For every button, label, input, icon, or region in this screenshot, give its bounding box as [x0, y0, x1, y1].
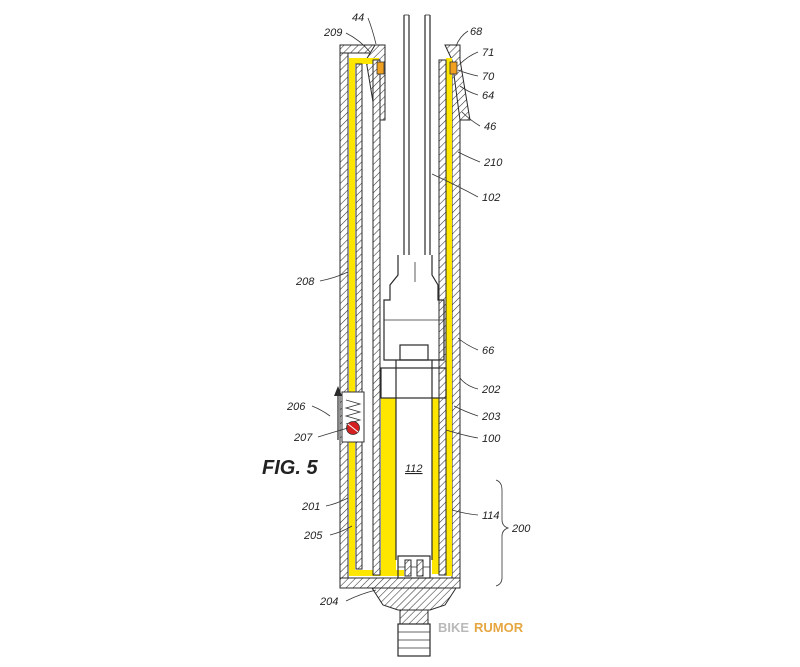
label-114: 114 [482, 510, 500, 522]
label-205: 205 [303, 530, 323, 542]
watermark-part-1: BIKE [438, 620, 469, 635]
piston-shaft [383, 14, 445, 361]
inner-tube-left-wall [372, 59, 381, 576]
label-208: 208 [295, 276, 315, 288]
seal-right [449, 61, 458, 75]
label-209: 209 [323, 27, 342, 39]
label-200: 200 [511, 523, 531, 535]
label-44: 44 [352, 12, 364, 24]
watermark-part-2: RUMOR [474, 620, 524, 635]
leader-lines [311, 17, 510, 602]
label-206: 206 [286, 401, 306, 413]
seal-left [376, 61, 385, 75]
label-64: 64 [482, 90, 494, 102]
label-46: 46 [484, 121, 497, 133]
label-100: 100 [482, 433, 501, 445]
label-70: 70 [482, 71, 495, 83]
label-204: 204 [319, 596, 338, 608]
watermark-logo: BIKE RUMOR [438, 620, 524, 635]
label-201: 201 [301, 501, 320, 513]
bypass-inner-wall [355, 63, 363, 570]
cylinder [371, 360, 457, 657]
label-202: 202 [481, 384, 500, 396]
label-203: 203 [481, 411, 501, 423]
check-valve [334, 386, 365, 443]
label-207: 207 [293, 432, 313, 444]
label-102: 102 [482, 192, 500, 204]
reference-labels: 44 209 68 71 70 64 46 210 102 208 66 202… [286, 12, 531, 608]
figure-caption: FIG. 5 [262, 457, 318, 479]
inner-tube-right-wall [438, 59, 447, 576]
label-112: 112 [405, 463, 423, 475]
label-71: 71 [482, 47, 494, 59]
label-210: 210 [483, 157, 503, 169]
fluid-paths [349, 58, 452, 576]
label-68: 68 [470, 26, 483, 38]
label-66: 66 [482, 345, 495, 357]
